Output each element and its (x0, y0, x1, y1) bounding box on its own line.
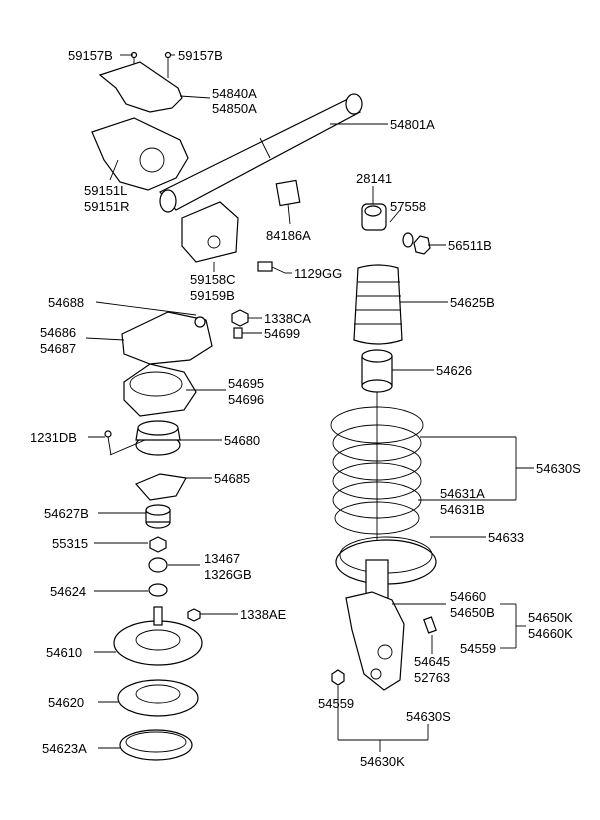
label-54650k: 54650K (528, 610, 573, 625)
label-54559-left: 54559 (318, 696, 354, 711)
label-55315: 55315 (52, 536, 88, 551)
label-1129gg: 1129GG (294, 266, 342, 281)
label-54559-right: 54559 (460, 641, 496, 656)
label-54630s-top: 54630S (536, 461, 581, 476)
coil-spring-54631a (330, 406, 424, 535)
label-1326gb: 1326GB (204, 567, 252, 582)
bump-stop-54626 (361, 349, 393, 393)
label-54625b: 54625B (450, 295, 495, 310)
axle-54801a (159, 93, 363, 213)
label-54687: 54687 (40, 341, 76, 356)
label-54627b: 54627B (44, 506, 89, 521)
bolt-1231db (104, 430, 112, 456)
leader-lines (85, 54, 534, 752)
label-59157b-right: 59157B (178, 48, 223, 63)
nut-13467 (148, 557, 168, 573)
part-labels: 59157B 59157B 54840A 54850A 54801A 59151… (30, 48, 581, 769)
bushing-28141 (361, 203, 387, 231)
ring-57558 (402, 232, 414, 248)
label-59151l: 59151L (84, 183, 127, 198)
screw-59157b-right (164, 51, 172, 78)
strut-body-54660 (345, 559, 405, 691)
label-54631b: 54631B (440, 502, 485, 517)
label-54686: 54686 (40, 325, 76, 340)
nut-54559 (331, 669, 345, 686)
bolt-54699 (233, 327, 243, 339)
label-54630s-bottom: 54630S (406, 709, 451, 724)
label-54650b: 54650B (450, 605, 495, 620)
label-54633: 54633 (488, 530, 524, 545)
label-54623a: 54623A (42, 741, 87, 756)
plate-54620 (117, 679, 199, 717)
label-54801a: 54801A (390, 117, 435, 132)
nut-1338ca (231, 309, 249, 327)
label-57558: 57558 (390, 199, 426, 214)
washer-54624 (148, 583, 168, 597)
dust-boot-54625b (353, 264, 403, 345)
top-mount-54610 (113, 606, 203, 666)
label-54630k: 54630K (360, 754, 405, 769)
label-54696: 54696 (228, 392, 264, 407)
label-1338ca: 1338CA (264, 311, 311, 326)
label-54699: 54699 (264, 326, 300, 341)
label-54685: 54685 (214, 471, 250, 486)
label-1338ae: 1338AE (240, 607, 287, 622)
label-54631a: 54631A (440, 486, 485, 501)
bolt-1129gg (257, 261, 286, 274)
label-59151r: 59151R (84, 199, 130, 214)
label-59159b: 59159B (190, 288, 235, 303)
nut-1338ae (187, 608, 201, 622)
block-59158c (181, 201, 239, 263)
mount-54695 (123, 363, 197, 417)
cover-59151l (91, 117, 189, 191)
label-52763: 52763 (414, 670, 450, 685)
label-54610: 54610 (46, 645, 82, 660)
label-54645: 54645 (414, 654, 450, 669)
label-54660: 54660 (450, 589, 486, 604)
label-54688: 54688 (48, 295, 84, 310)
bracket-54840a (98, 61, 183, 113)
label-13467: 13467 (204, 551, 240, 566)
label-54680: 54680 (224, 433, 260, 448)
label-54850a: 54850A (212, 101, 257, 116)
insulator-54680 (135, 420, 181, 456)
label-54660k: 54660K (528, 626, 573, 641)
label-54695: 54695 (228, 376, 264, 391)
bracket-54685 (134, 473, 187, 501)
label-84186a: 84186A (266, 228, 311, 243)
bolt-54645 (423, 616, 437, 634)
label-54626: 54626 (436, 363, 472, 378)
nut-56511b (413, 235, 431, 255)
label-84186a (275, 179, 301, 207)
ring-54623a (119, 729, 193, 761)
label-54624: 54624 (50, 584, 86, 599)
cover-54686 (121, 311, 213, 365)
label-56511b: 56511B (448, 238, 492, 253)
label-1231db: 1231DB (30, 430, 77, 445)
nut-55315 (149, 536, 167, 553)
label-59157b-left: 59157B (68, 48, 113, 63)
label-28141: 28141 (356, 171, 392, 186)
label-54620: 54620 (48, 695, 84, 710)
bush-54627b (145, 504, 171, 529)
label-59158c: 59158C (190, 272, 236, 287)
label-54840a: 54840A (212, 86, 257, 101)
